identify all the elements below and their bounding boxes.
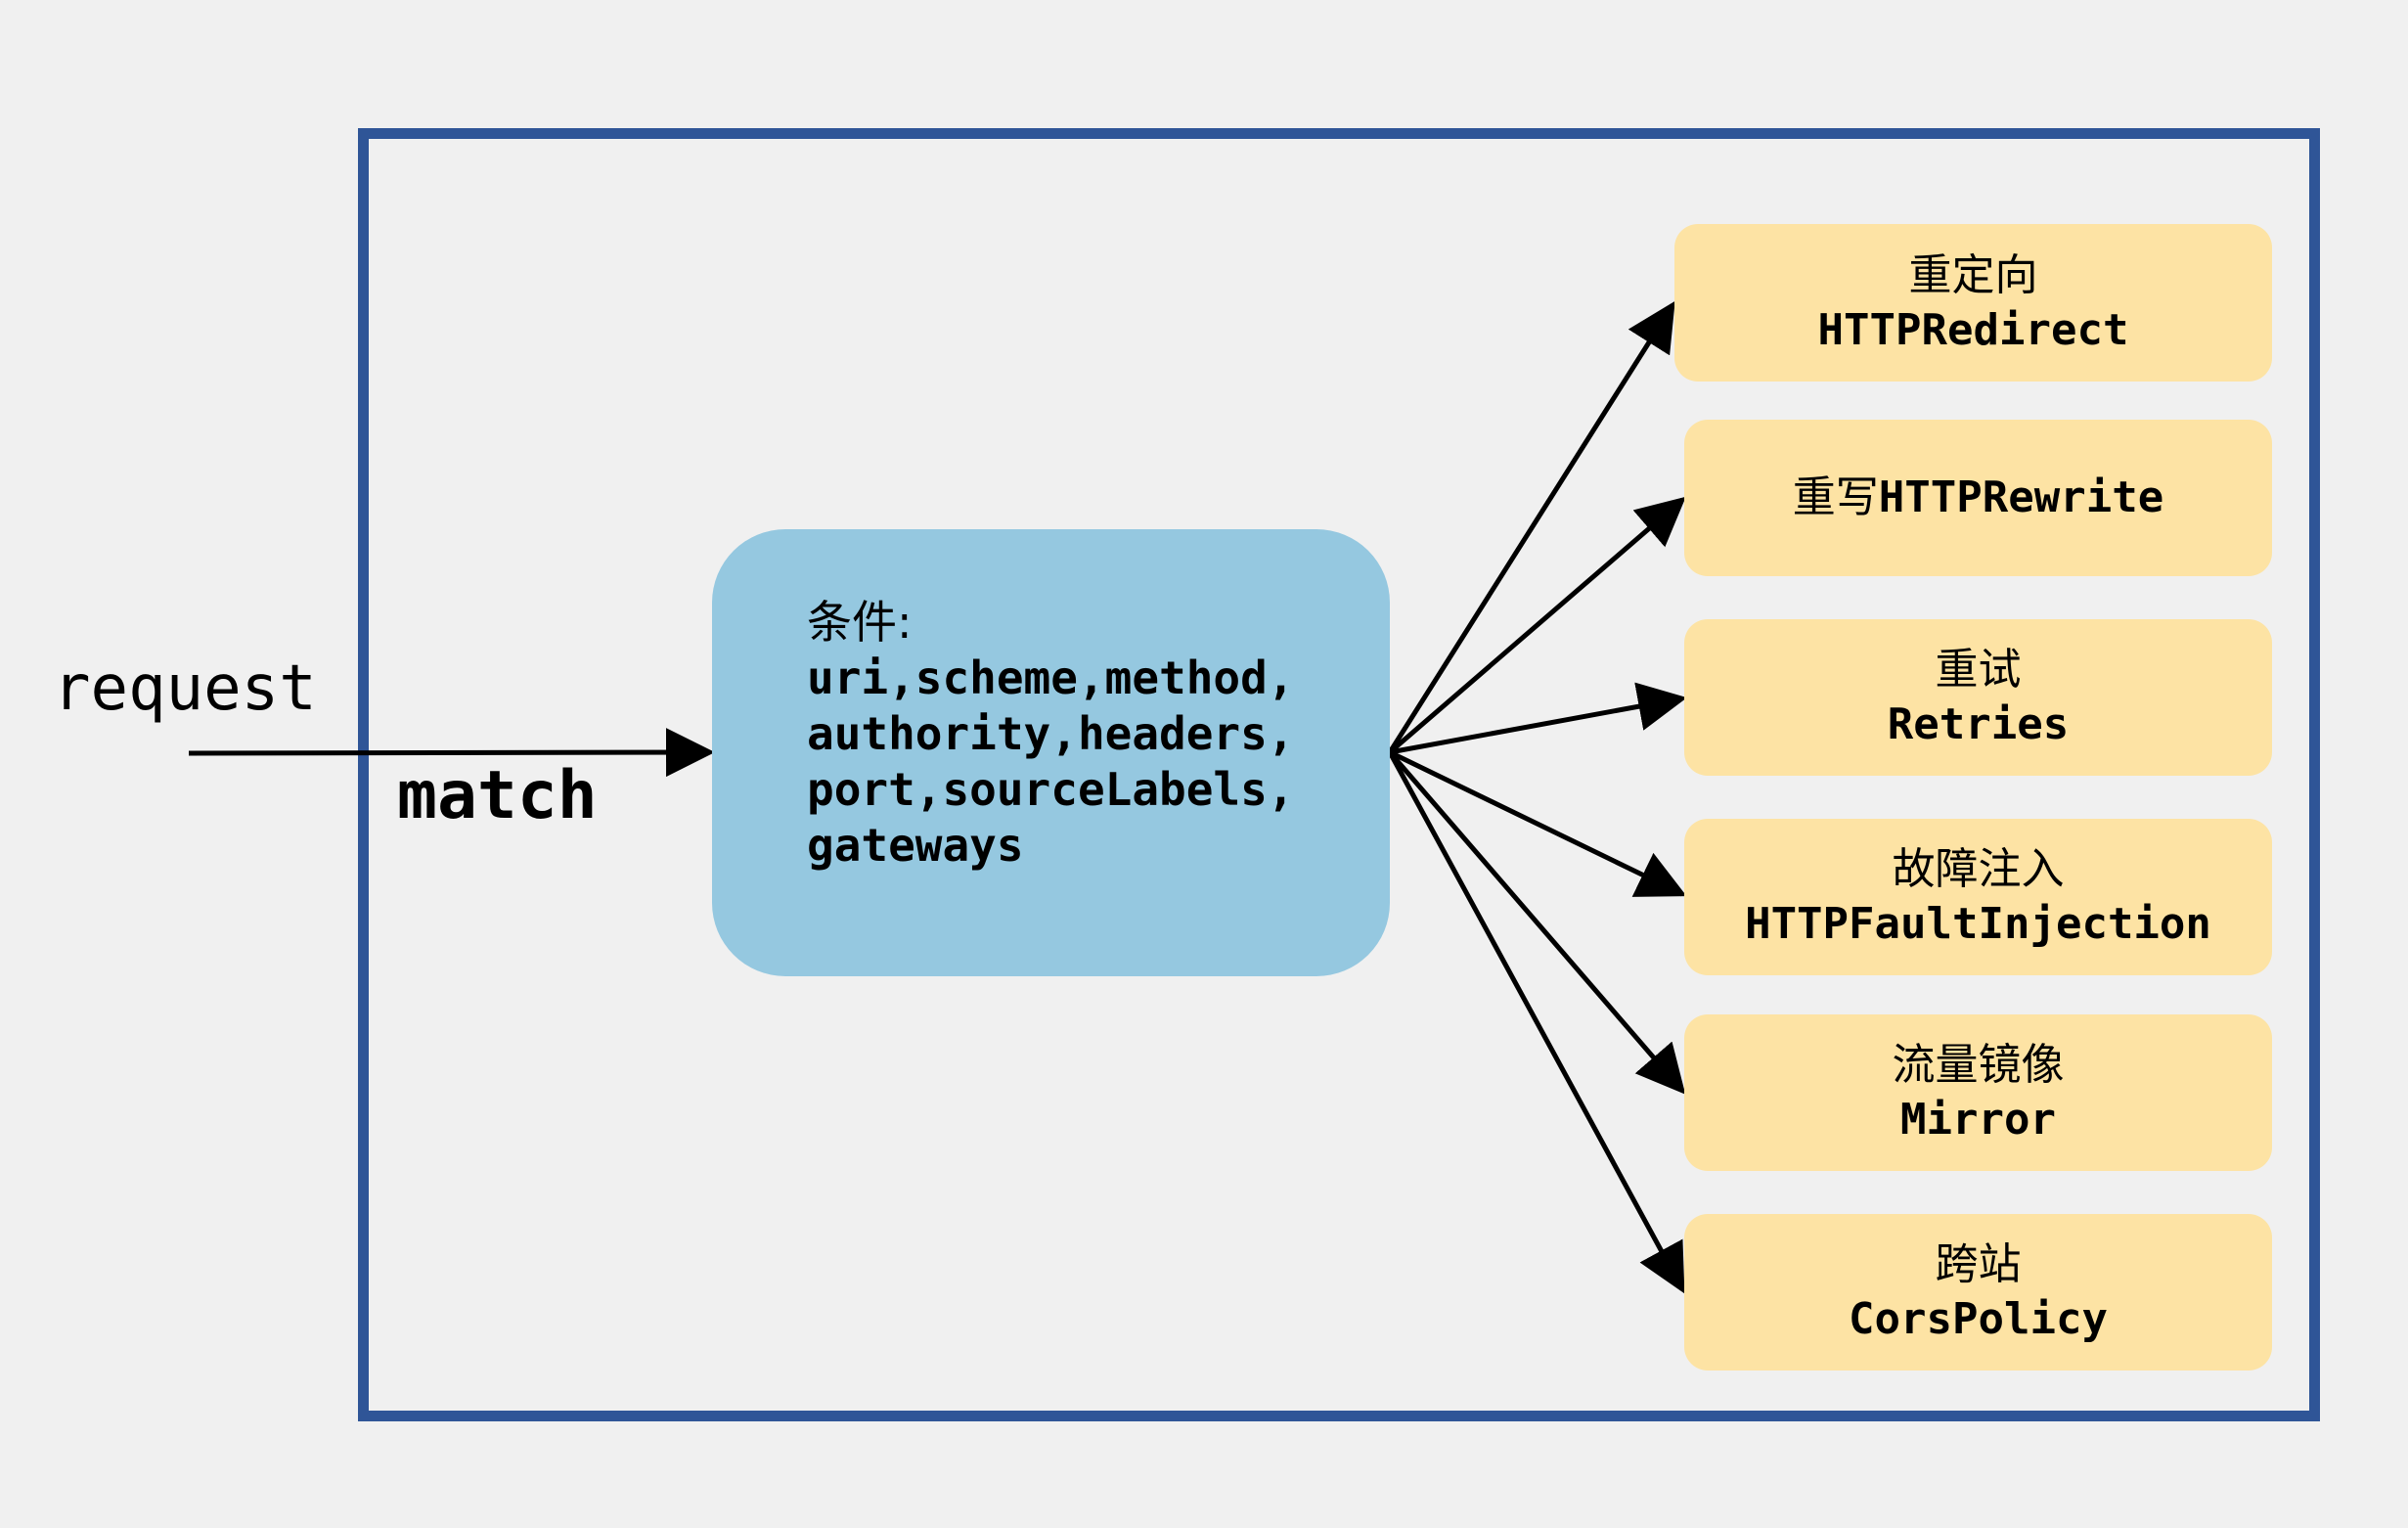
action-cn-label: 重试	[1935, 645, 2022, 695]
action-en-label: HTTPRewrite	[1878, 472, 2164, 522]
action-en-label: HTTPFaultInjection	[1745, 899, 2211, 949]
action-node-redirect: 重定向 HTTPRedirect	[1674, 224, 2272, 382]
action-cn-label: 重定向	[1908, 249, 2038, 300]
action-en-label: CorsPolicy	[1849, 1294, 2108, 1344]
arrow-to-mirror	[1388, 750, 1686, 1095]
action-cn-label: 流量镜像	[1892, 1040, 2065, 1090]
action-en-label: HTTPRedirect	[1817, 304, 2129, 355]
arrow-to-retries	[1389, 682, 1687, 755]
action-node-retries: 重试 Retries	[1684, 619, 2272, 776]
conditions-title: 条件:	[807, 596, 913, 649]
conditions-line: port,sourceLabels,	[807, 763, 1295, 816]
action-cn-label: 跨站	[1935, 1239, 2022, 1289]
action-en-label: Retries	[1887, 699, 2070, 749]
action-cn-label: 故障注入	[1892, 844, 2065, 894]
conditions-line: gateways	[807, 819, 1024, 872]
request-arrow	[188, 728, 715, 778]
arrow-to-fault	[1388, 749, 1687, 897]
action-combined-label: 重写HTTPRewrite	[1793, 471, 2163, 525]
arrow-to-rewrite	[1388, 496, 1686, 754]
action-node-mirror: 流量镜像 Mirror	[1684, 1014, 2272, 1171]
arrow-to-cors	[1387, 750, 1685, 1294]
match-conditions-node	[712, 529, 1390, 976]
action-en-label: Mirror	[1900, 1095, 2056, 1145]
match-label: match	[397, 757, 598, 834]
conditions-line: authority,headers,	[807, 707, 1295, 760]
action-node-fault-injection: 故障注入 HTTPFaultInjection	[1684, 819, 2272, 975]
conditions-line: uri,scheme,method,	[807, 652, 1295, 704]
action-node-cors: 跨站 CorsPolicy	[1684, 1214, 2272, 1371]
match-conditions-text: 条件: uri,scheme,method, authority,headers…	[807, 595, 1295, 874]
action-node-rewrite: 重写HTTPRewrite	[1684, 420, 2272, 576]
request-label: request	[53, 652, 317, 725]
action-cn-label: 重写	[1792, 472, 1879, 522]
virtual-service-frame	[358, 128, 2320, 1421]
arrow-to-redirect	[1387, 300, 1675, 754]
